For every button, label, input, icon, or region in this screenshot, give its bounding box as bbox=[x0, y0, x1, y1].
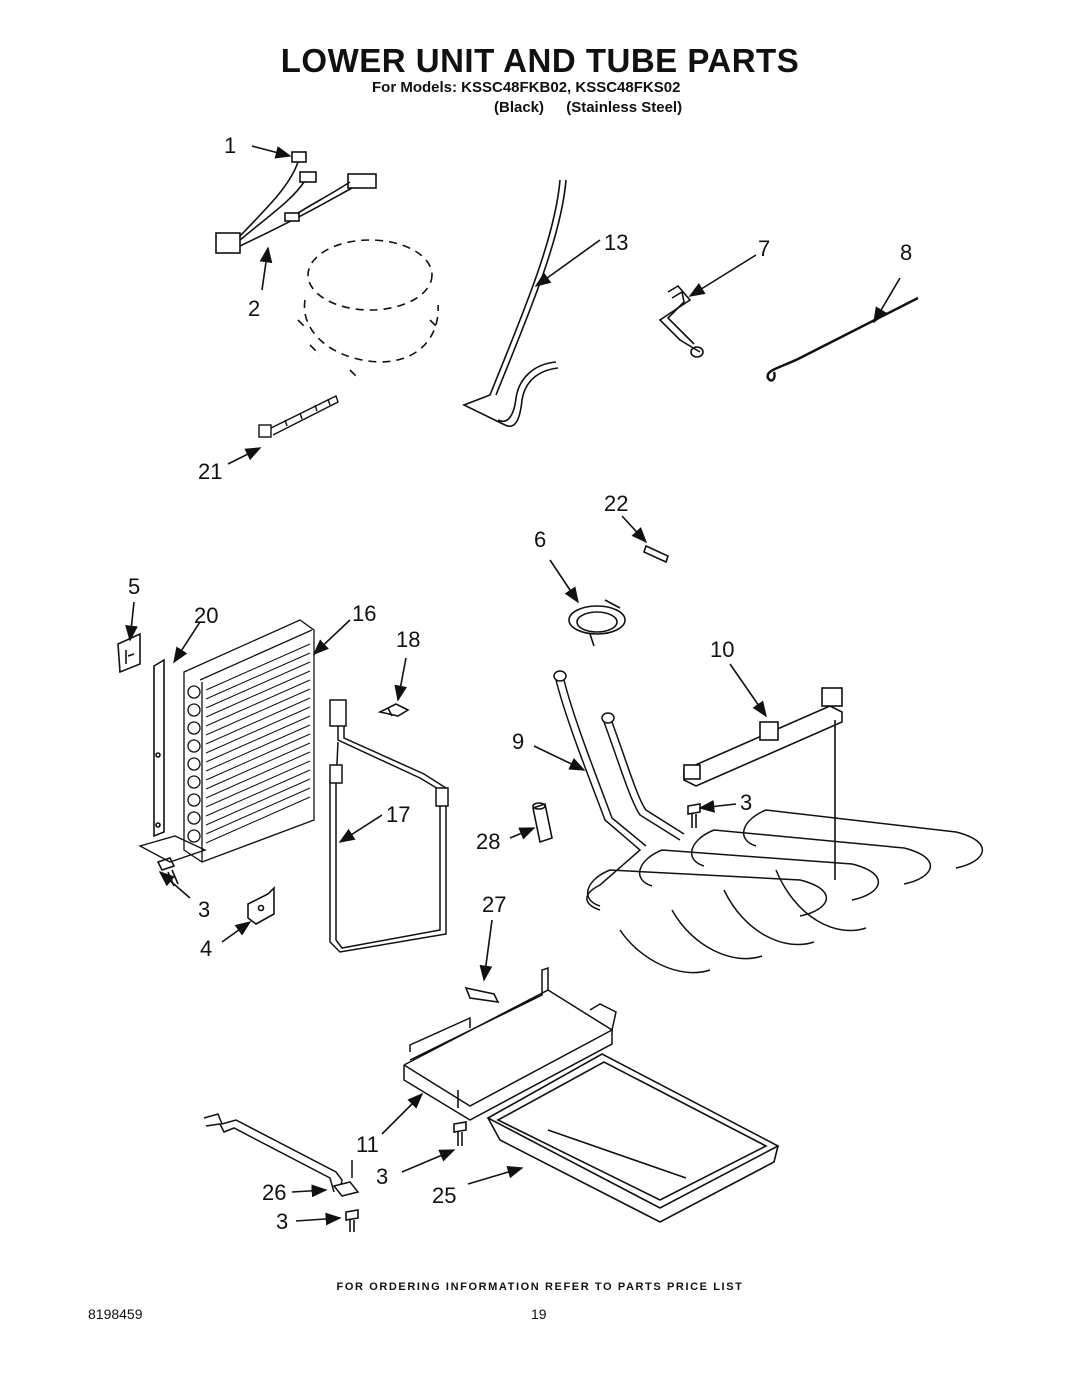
callout-28: 28 bbox=[476, 829, 500, 854]
coil-fin-line bbox=[205, 652, 311, 700]
mounting-strip-part bbox=[153, 658, 165, 838]
coil-fin-line bbox=[205, 715, 311, 763]
heater-loop bbox=[775, 869, 867, 932]
callout-1: 1 bbox=[224, 133, 236, 158]
coil-fin-line bbox=[205, 670, 311, 718]
coil-tube-loop bbox=[187, 775, 201, 789]
heater-loop bbox=[742, 809, 983, 869]
callout-11: 11 bbox=[356, 1132, 379, 1157]
tube-part-13 bbox=[461, 179, 567, 427]
callout-3-left: 3 bbox=[198, 897, 210, 922]
heater-loop bbox=[586, 869, 827, 917]
condenser-tube-loops bbox=[187, 685, 201, 843]
heater-loop bbox=[671, 909, 763, 960]
callout-3-right: 3 bbox=[740, 790, 752, 815]
coil-tube-loop bbox=[187, 757, 201, 771]
heater-bracket-part bbox=[683, 687, 843, 880]
coil-fin-line bbox=[205, 724, 311, 772]
clip-part-18 bbox=[377, 703, 410, 717]
heater-loop bbox=[690, 829, 931, 885]
callout-9: 9 bbox=[512, 729, 524, 754]
coil-fin-line bbox=[205, 760, 311, 808]
callout-21: 21 bbox=[198, 459, 222, 484]
coil-fin-line bbox=[205, 751, 311, 799]
leader-lines bbox=[125, 145, 901, 1226]
bent-wire-part bbox=[766, 296, 919, 382]
callout-3-bottom: 3 bbox=[276, 1209, 288, 1234]
heater-wire-part bbox=[329, 699, 449, 953]
coil-tube-loop bbox=[187, 793, 201, 807]
elbow-tube-part bbox=[658, 284, 704, 358]
coil-fin-line bbox=[205, 697, 311, 745]
callout-7: 7 bbox=[758, 236, 770, 261]
coil-fin-line bbox=[205, 688, 311, 736]
models-label: For Models: KSSC48FKB02, KSSC48FKS02 bbox=[372, 79, 681, 96]
callout-8: 8 bbox=[900, 240, 912, 265]
coiled-tube-part bbox=[568, 599, 626, 647]
condenser-coil-part bbox=[183, 619, 315, 863]
callout-20: 20 bbox=[194, 603, 218, 628]
bracket-part-4 bbox=[247, 886, 275, 925]
ordering-note: FOR ORDERING INFORMATION REFER TO PARTS … bbox=[336, 1281, 744, 1293]
heater-loop bbox=[723, 889, 815, 946]
callout-16: 16 bbox=[352, 601, 376, 626]
heater-coil-loops bbox=[586, 809, 983, 974]
bracket-plate bbox=[138, 835, 207, 863]
callout-27: 27 bbox=[482, 892, 506, 917]
condenser-fins bbox=[205, 643, 311, 844]
callout-4: 4 bbox=[200, 936, 212, 961]
coil-fin-line bbox=[205, 778, 311, 826]
coil-fin-line bbox=[205, 661, 311, 709]
model-variants: (Black) (Stainless Steel) bbox=[494, 99, 700, 116]
screw-part bbox=[453, 1090, 467, 1146]
coil-tube-loop bbox=[187, 811, 201, 825]
coil-fin-line bbox=[205, 706, 311, 754]
drain-tube-part bbox=[553, 670, 685, 911]
callout-13: 13 bbox=[604, 230, 628, 255]
heater-loop bbox=[619, 929, 711, 974]
coil-fin-line bbox=[205, 769, 311, 817]
callout-22: 22 bbox=[604, 491, 628, 516]
models-subtitle: For Models: KSSC48FKB02, KSSC48FKS02 bbox=[372, 79, 680, 96]
coil-fin-line bbox=[205, 796, 311, 844]
coil-fin-line bbox=[205, 742, 311, 790]
coil-fin-line bbox=[205, 679, 311, 727]
variant-black: (Black) bbox=[494, 99, 545, 116]
label-plate-part bbox=[117, 632, 141, 674]
heater-loop bbox=[638, 849, 879, 901]
callout-5: 5 bbox=[128, 574, 140, 599]
callout-3-middle: 3 bbox=[376, 1164, 388, 1189]
coil-tube-loop bbox=[187, 685, 201, 699]
coil-tube-loop bbox=[187, 703, 201, 717]
compressor-outline bbox=[297, 239, 441, 381]
screw-part bbox=[345, 1209, 359, 1232]
clip-part-22 bbox=[643, 544, 669, 564]
callout-6: 6 bbox=[534, 527, 546, 552]
drain-pan-part bbox=[486, 1053, 780, 1223]
page-number: 19 bbox=[531, 1306, 547, 1322]
variant-stainless: (Stainless Steel) bbox=[566, 99, 683, 116]
callout-26: 26 bbox=[262, 1180, 286, 1205]
document-number: 8198459 bbox=[88, 1306, 143, 1322]
callout-10: 10 bbox=[710, 637, 734, 662]
coil-tube-loop bbox=[187, 829, 201, 843]
wire-harness-part bbox=[215, 151, 377, 254]
coil-tube-loop bbox=[187, 721, 201, 735]
coil-tube-loop bbox=[187, 739, 201, 753]
tray-bracket-part bbox=[403, 966, 617, 1121]
callout-25: 25 bbox=[432, 1183, 456, 1208]
screw-part bbox=[687, 803, 701, 828]
coil-fin-line bbox=[205, 787, 311, 835]
callout-18: 18 bbox=[396, 627, 420, 652]
cable-tie-part bbox=[258, 395, 339, 438]
sleeve-part-28 bbox=[532, 802, 553, 844]
callout-17: 17 bbox=[386, 802, 410, 827]
coil-fin-line bbox=[205, 733, 311, 781]
bent-rod-part bbox=[203, 1113, 360, 1197]
coil-fin-line bbox=[205, 643, 311, 691]
page-title: LOWER UNIT AND TUBE PARTS bbox=[280, 42, 800, 79]
insulation-part-27 bbox=[464, 986, 500, 1004]
callout-2: 2 bbox=[248, 296, 260, 321]
